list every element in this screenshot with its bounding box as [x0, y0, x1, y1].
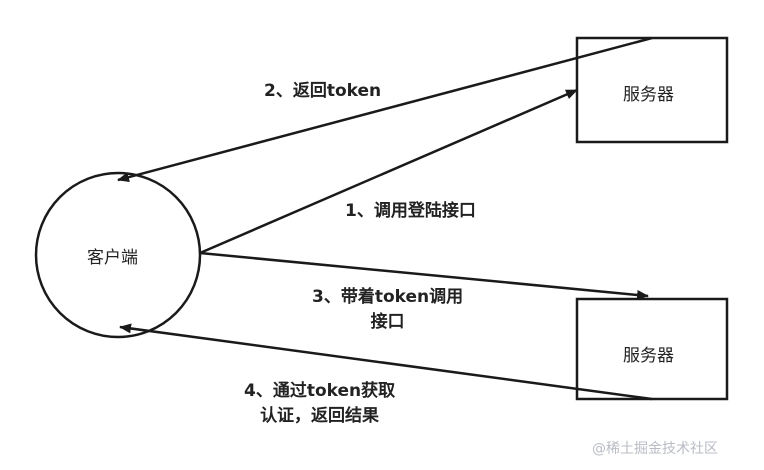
edge-step1-arrow: [199, 88, 578, 255]
edge-step1-label-line1: 1、调用登陆接口: [345, 201, 476, 221]
server-top-node-shape: [575, 36, 729, 144]
watermark-text: @稀土掘金技术社区: [592, 441, 718, 457]
edge-step3-label: 3、带着token调用 接口: [312, 285, 463, 335]
server-top-node-label: 服务器: [623, 85, 674, 105]
edge-step3-label-line1: 3、带着token调用: [312, 287, 464, 307]
edge-step2-label-line1: 2、返回token: [264, 81, 382, 101]
edge-step2-label: 2、返回token: [264, 79, 381, 104]
edge-step2-arrow: [117, 36, 653, 183]
server-bottom-node-label: 服务器: [623, 346, 674, 366]
client-node-label: 客户端: [87, 248, 138, 268]
edge-step4-label: 4、通过token获取 认证，返回结果: [244, 379, 395, 429]
edge-step3-arrow: [199, 251, 649, 300]
edge-step3-label-line2: 接口: [370, 312, 405, 332]
edge-step4-label-line2: 认证，返回结果: [260, 406, 380, 426]
edge-step1-label: 1、调用登陆接口: [345, 199, 476, 224]
server-bottom-node-shape: [575, 297, 729, 401]
edge-step4-label-line1: 4、通过token获取: [244, 381, 396, 401]
edge-step4-arrow: [119, 323, 653, 401]
